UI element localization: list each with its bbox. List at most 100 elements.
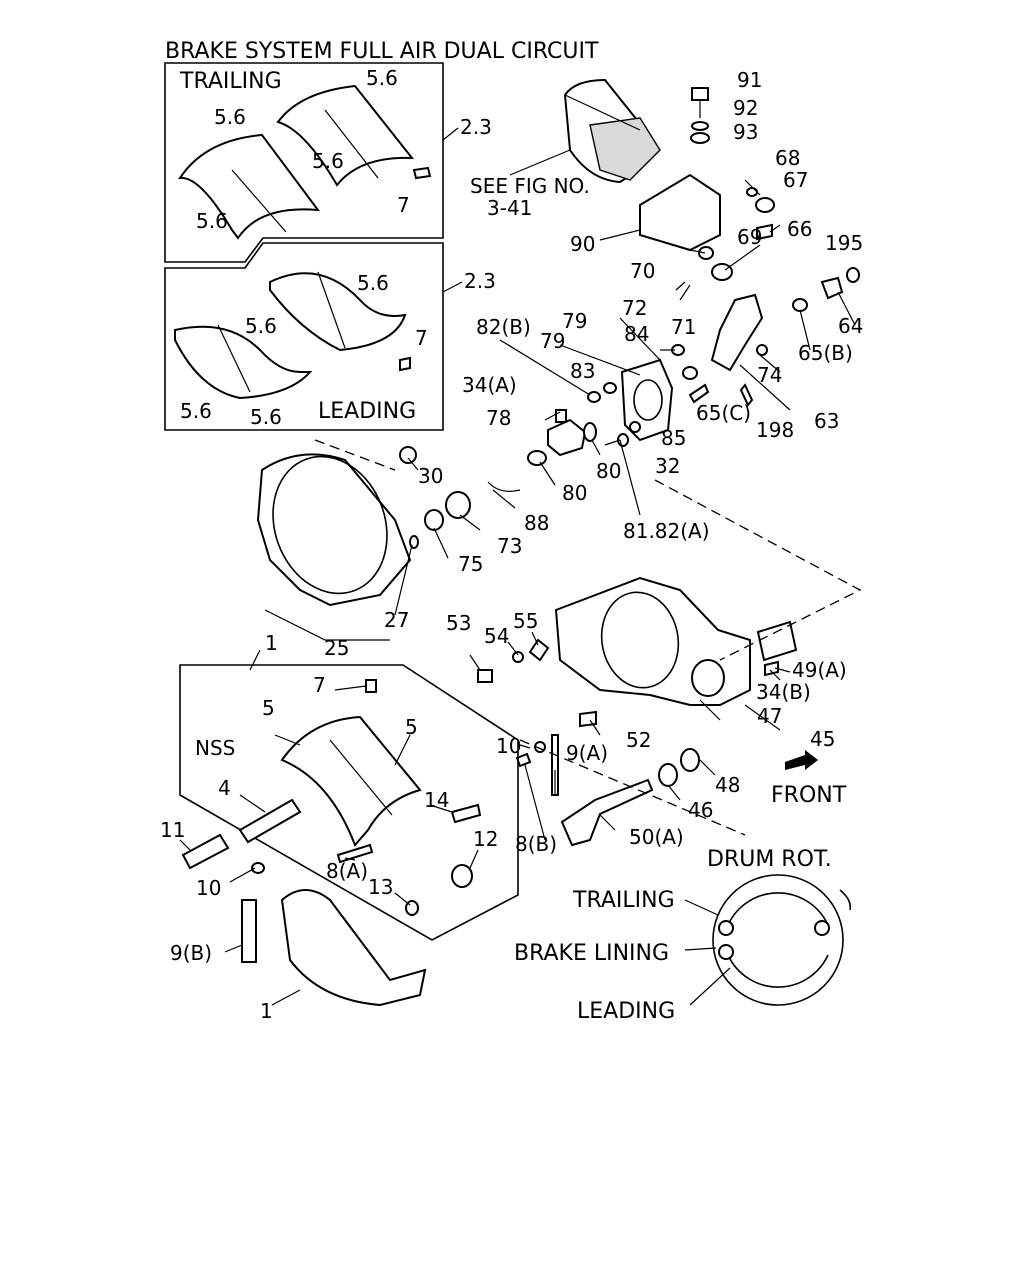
callout-label: 50(A) <box>629 825 684 849</box>
washer <box>792 298 808 312</box>
seal <box>583 422 597 442</box>
callout-label: 74 <box>757 363 782 387</box>
callout-label: 5.6 <box>245 314 277 338</box>
drum-rotation-legend <box>712 874 852 1006</box>
nss-label: NSS <box>195 736 235 760</box>
callout-label: 10 <box>196 876 221 900</box>
trailing-label: TRAILING <box>572 888 675 913</box>
callout-label: 52 <box>626 728 651 752</box>
callout-label: 88 <box>524 511 549 535</box>
shoe-assembly-box <box>179 664 519 941</box>
washer <box>512 651 524 663</box>
inset-trailing-label: TRAILING <box>179 69 282 94</box>
washer <box>746 187 758 197</box>
callout-label: 30 <box>418 464 443 488</box>
callout-label: 85 <box>661 426 686 450</box>
callout-label: 34(B) <box>756 680 811 704</box>
grease-fitting <box>739 383 754 407</box>
inset-trailing-box: TRAILING <box>164 62 444 263</box>
callout-label: 91 <box>737 68 762 92</box>
brake-valve <box>547 418 587 457</box>
roller <box>451 864 473 888</box>
callout-label: 65(C) <box>696 401 751 425</box>
callout-label: 82(B) <box>476 315 531 339</box>
callout-label: 4 <box>218 776 231 800</box>
bolt <box>399 446 417 464</box>
rotation-arrow-icon <box>839 889 852 911</box>
callout-label: 47 <box>757 704 782 728</box>
callout-label: 195 <box>825 231 863 255</box>
callout-label: 5.6 <box>180 399 212 423</box>
roller-pin <box>450 803 482 824</box>
callout-label: 5.6 <box>250 405 282 429</box>
bolt <box>477 669 493 683</box>
front-arrow-icon <box>785 750 818 770</box>
fitting <box>555 409 567 423</box>
callout-label: 66 <box>787 217 812 241</box>
callout-label: 90 <box>570 232 595 256</box>
washer <box>603 382 617 394</box>
brake-shoe-with-lining <box>280 715 422 847</box>
callout-label: 8(B) <box>515 832 557 856</box>
leader-lines <box>179 149 856 1006</box>
callout-label: 8(A) <box>326 859 368 883</box>
callout-label: 64 <box>838 314 863 338</box>
callout-label: 5.6 <box>312 149 344 173</box>
callout-label: 53 <box>446 611 471 635</box>
callout-label: 54 <box>484 624 509 648</box>
washer <box>251 862 265 874</box>
washer <box>846 267 860 283</box>
drum-rotation-label: DRUM ROT. <box>707 847 832 872</box>
inset-leading-box: LEADING <box>164 242 444 431</box>
bushing-sleeve <box>756 620 798 662</box>
shoe-return-spring <box>241 899 257 963</box>
callout-label: 83 <box>570 359 595 383</box>
callout-labels: 5.6 5.6 5.6 5.6 2.3 7 5.6 5.6 2.3 7 5.6 … <box>160 66 863 1023</box>
diagram-title: BRAKE SYSTEM FULL AIR DUAL CIRCUIT <box>165 39 599 64</box>
washer <box>629 421 641 433</box>
callout-label: 13 <box>368 875 393 899</box>
callout-label: 5 <box>262 696 275 720</box>
rivet <box>365 679 377 693</box>
bolt <box>764 660 779 677</box>
callout-label: 11 <box>160 818 185 842</box>
brake-lining-label: BRAKE LINING <box>514 941 669 966</box>
pin <box>515 752 532 768</box>
callout-label: 7 <box>397 193 410 217</box>
anchor-pin <box>181 833 230 870</box>
nut <box>755 197 775 213</box>
callout-label: 63 <box>814 409 839 433</box>
callout-label: 72 <box>622 296 647 320</box>
return-spring <box>551 734 559 796</box>
callout-label: 46 <box>688 798 713 822</box>
callout-label: 79 <box>562 309 587 333</box>
leading-label: LEADING <box>577 999 675 1024</box>
washer <box>658 763 678 787</box>
plate <box>820 276 844 300</box>
guide-line <box>314 439 396 471</box>
seal <box>680 748 700 772</box>
clevis-pin <box>756 223 773 241</box>
washer <box>682 366 698 380</box>
callout-label: 1 <box>260 999 273 1023</box>
callout-label: 70 <box>630 259 655 283</box>
lock-plate <box>528 638 550 662</box>
camshaft <box>560 778 654 847</box>
callout-label: 78 <box>486 406 511 430</box>
callout-label: 5 <box>405 715 418 739</box>
axle-spider-housing <box>554 576 798 706</box>
callout-label: 84 <box>624 322 649 346</box>
callout-label: 71 <box>671 315 696 339</box>
brake-shoe <box>280 889 427 1007</box>
callout-label: 69 <box>737 225 762 249</box>
callout-label: 80 <box>596 459 621 483</box>
guide-line <box>519 739 746 836</box>
callout-label: 27 <box>384 608 409 632</box>
callout-label: 79 <box>540 329 565 353</box>
cotter-pin <box>487 481 521 492</box>
callout-label: 80 <box>562 481 587 505</box>
anchor-pin <box>238 798 302 844</box>
washer <box>690 132 710 144</box>
clevis <box>711 263 733 281</box>
rivet <box>399 356 411 372</box>
